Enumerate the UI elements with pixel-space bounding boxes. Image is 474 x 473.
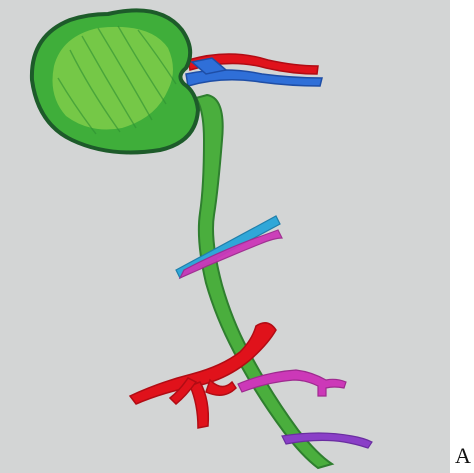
illustration-canvas — [0, 0, 450, 473]
panel-label: A — [455, 445, 471, 467]
kidney — [32, 10, 198, 152]
crossing-vessel-upper — [176, 216, 282, 278]
ureter — [196, 95, 332, 468]
urinary-anatomy-drawing — [0, 0, 450, 473]
